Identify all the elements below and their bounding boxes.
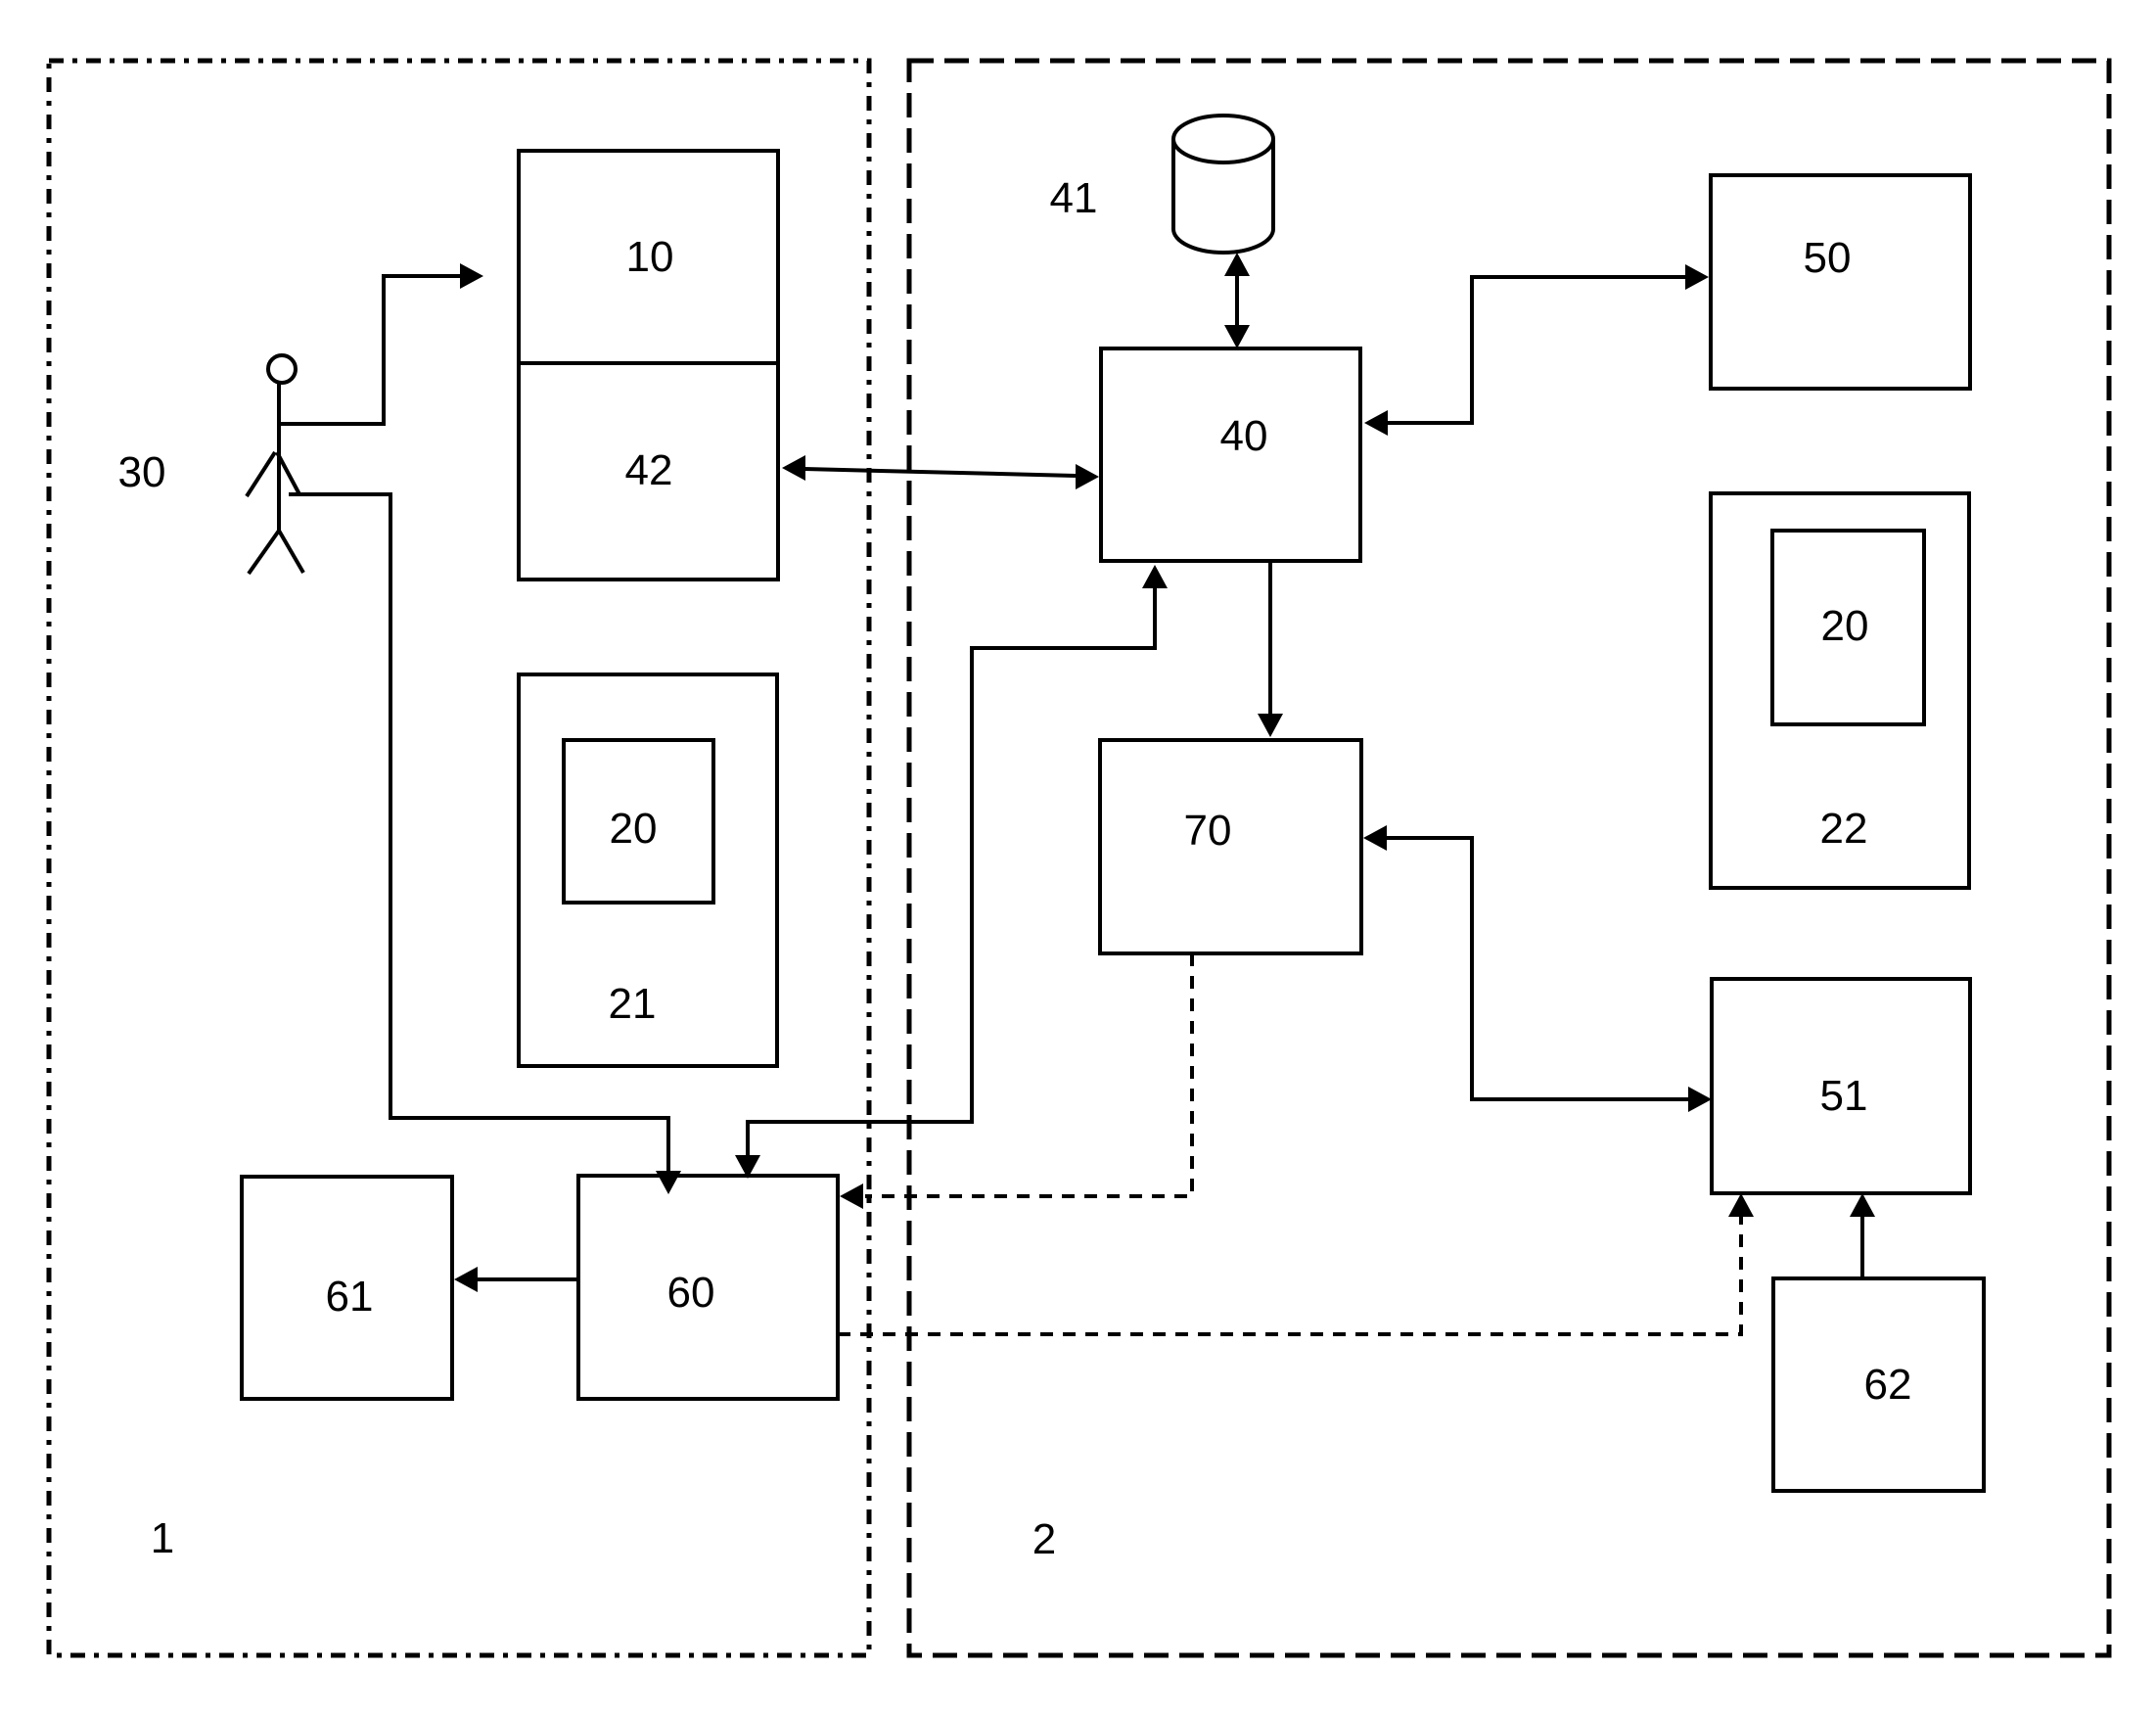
svg-text:42: 42	[625, 446, 673, 494]
svg-text:10: 10	[626, 233, 674, 281]
svg-text:61: 61	[326, 1273, 374, 1321]
svg-text:1: 1	[151, 1514, 174, 1562]
svg-text:70: 70	[1184, 807, 1232, 855]
svg-text:40: 40	[1220, 412, 1268, 460]
svg-text:62: 62	[1864, 1361, 1912, 1409]
svg-text:2: 2	[1032, 1515, 1056, 1563]
svg-text:51: 51	[1820, 1072, 1868, 1120]
svg-text:20: 20	[1821, 602, 1869, 650]
svg-text:50: 50	[1804, 234, 1852, 282]
svg-text:20: 20	[610, 805, 658, 853]
svg-text:60: 60	[667, 1269, 715, 1317]
svg-text:22: 22	[1820, 805, 1868, 853]
svg-text:30: 30	[118, 448, 166, 496]
svg-text:21: 21	[609, 980, 657, 1028]
svg-text:41: 41	[1050, 174, 1098, 222]
